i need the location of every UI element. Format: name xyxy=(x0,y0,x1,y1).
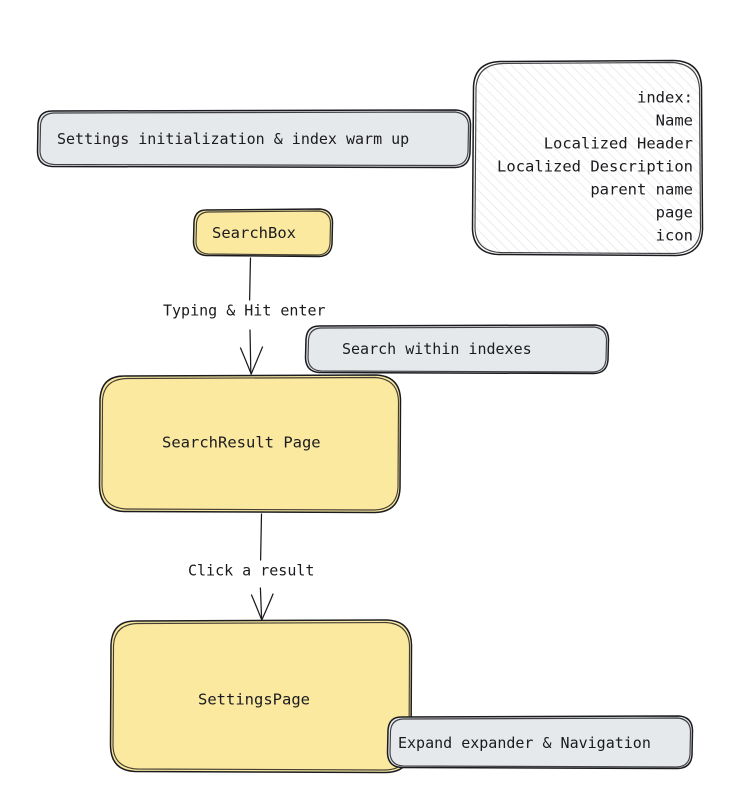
index-schema-border-inner xyxy=(474,61,702,255)
searchbox-fill xyxy=(194,209,332,256)
note-index-schema[interactable]: index: Name Localized Header Localized D… xyxy=(471,59,704,257)
searchbox-border-inner xyxy=(195,210,332,256)
index-schema-hatch-fill xyxy=(472,60,703,256)
settings-page-label: SettingsPage xyxy=(198,691,310,709)
search-within-border xyxy=(304,324,610,375)
note-expand-navigation[interactable]: Expand expander & Navigation xyxy=(386,715,694,770)
index-schema-line: page xyxy=(656,204,693,222)
edge-searchbox-to-searchresult: Typing & Hit enter xyxy=(163,257,326,375)
index-schema-line: Localized Description xyxy=(497,158,693,176)
searchresult-border xyxy=(98,374,402,514)
expand-nav-label: Expand expander & Navigation xyxy=(398,734,651,752)
search-within-border-inner xyxy=(307,326,608,373)
settings-init-border xyxy=(36,109,472,169)
settings-page-border-inner xyxy=(112,621,411,771)
searchresult-fill xyxy=(100,375,400,512)
search-within-fill xyxy=(306,325,608,373)
expand-nav-border xyxy=(386,715,694,770)
settings-page-border xyxy=(109,619,413,774)
index-schema-line: Localized Header xyxy=(544,135,693,153)
settings-page-fill xyxy=(111,620,411,772)
arrowhead xyxy=(239,347,252,375)
searchresult-label: SearchResult Page xyxy=(162,434,321,452)
edge-label-typing: Typing & Hit enter xyxy=(163,302,326,320)
node-searchbox[interactable]: SearchBox xyxy=(192,208,334,258)
settings-init-label: Settings initialization & index warm up xyxy=(57,130,409,148)
index-schema-line: index: xyxy=(637,89,693,107)
settings-init-border-inner xyxy=(39,111,470,167)
node-searchresult-page[interactable]: SearchResult Page xyxy=(98,374,402,514)
note-settings-initialization[interactable]: Settings initialization & index warm up xyxy=(36,109,472,169)
arrowhead xyxy=(250,594,263,621)
index-schema-line: parent name xyxy=(590,181,693,199)
settings-init-fill xyxy=(38,110,470,167)
search-within-label: Search within indexes xyxy=(342,340,532,358)
index-schema-line: Name xyxy=(656,112,693,130)
arrowhead xyxy=(250,346,264,375)
edge-searchresult-to-settingspage: Click a result xyxy=(188,513,314,621)
index-schema-line: icon xyxy=(656,227,693,245)
node-settings-page[interactable]: SettingsPage xyxy=(109,619,413,774)
edge-line xyxy=(259,587,263,620)
searchbox-label: SearchBox xyxy=(212,224,296,242)
note-search-within-indexes[interactable]: Search within indexes xyxy=(304,324,610,375)
edge-line xyxy=(249,329,252,374)
arrowhead xyxy=(261,593,274,621)
edge-label-click-result: Click a result xyxy=(188,562,314,580)
expand-nav-fill xyxy=(388,716,692,768)
edge-line xyxy=(248,257,252,301)
index-schema-border xyxy=(471,59,704,257)
expand-nav-border-inner xyxy=(389,717,692,768)
searchbox-border xyxy=(192,208,334,258)
edge-line xyxy=(259,513,263,561)
searchresult-border-inner xyxy=(101,376,400,511)
